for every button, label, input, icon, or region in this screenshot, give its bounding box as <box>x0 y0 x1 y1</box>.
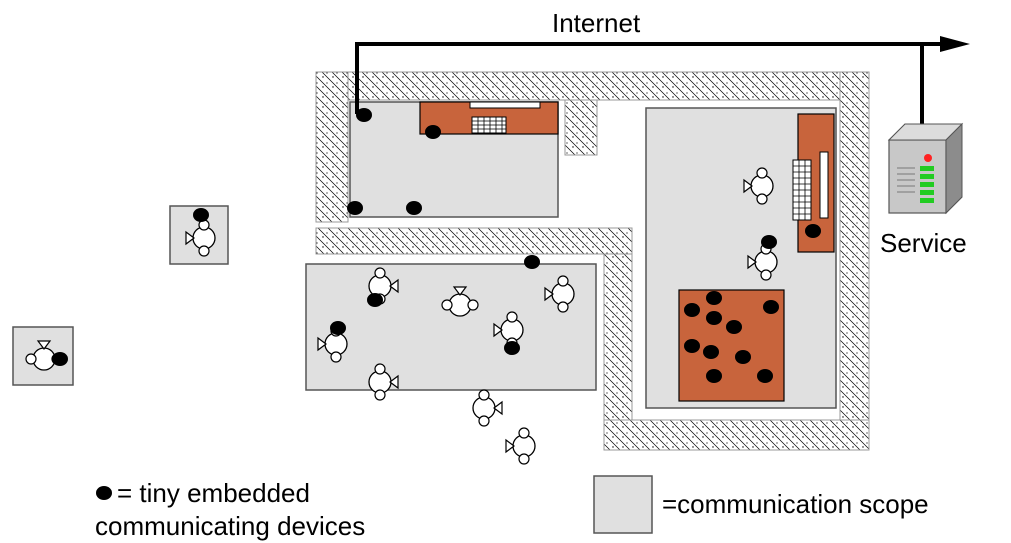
person-icon <box>472 389 503 427</box>
service-label: Service <box>880 228 967 258</box>
embedded-devices <box>52 108 821 383</box>
internet-line <box>355 36 970 124</box>
arrow-right-icon <box>940 36 970 52</box>
legend-device-dot <box>96 486 112 500</box>
legend: = tiny embedded communicating devices =c… <box>95 475 929 541</box>
legend-device-text-2: communicating devices <box>95 511 365 541</box>
scope-hall <box>305 263 597 391</box>
legend-scope-text: =communication scope <box>662 489 929 519</box>
legend-device-text-1: = tiny embedded <box>117 478 310 508</box>
legend-scope-swatch <box>593 475 653 534</box>
building-walls <box>315 71 870 451</box>
person-icon <box>505 427 536 465</box>
office-desk <box>419 101 559 135</box>
server-icon <box>887 122 964 215</box>
internet-label: Internet <box>552 8 641 38</box>
